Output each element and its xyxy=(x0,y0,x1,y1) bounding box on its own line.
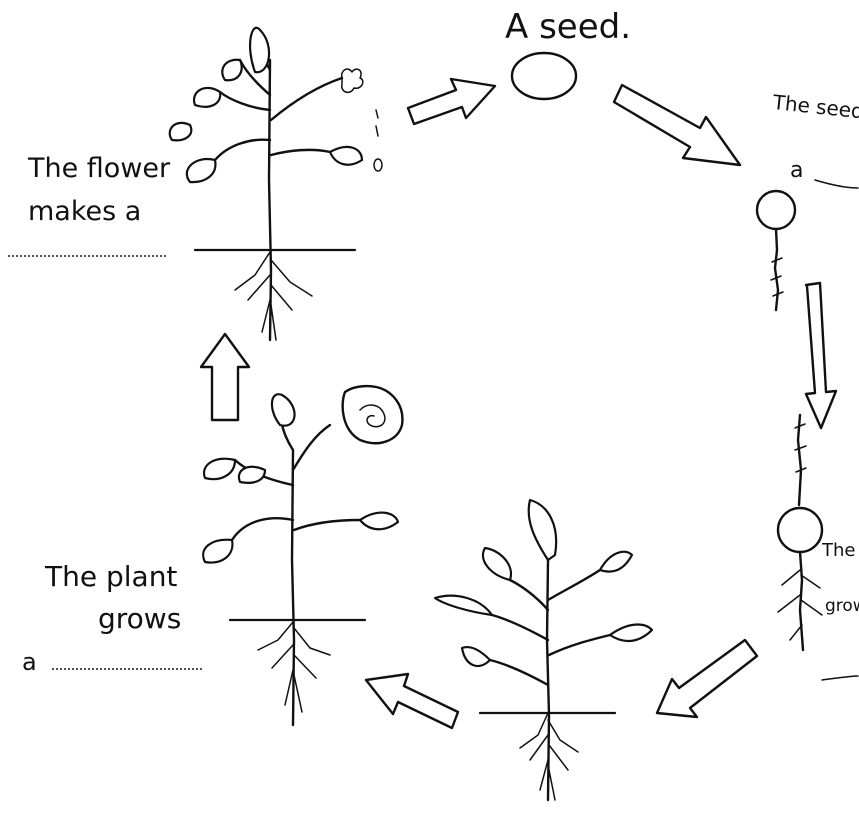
arrow-to-flowering-plant xyxy=(366,674,458,728)
seed-illustration xyxy=(512,53,576,99)
arrow-to-seed xyxy=(408,79,495,124)
arrow-to-germinating-seed xyxy=(614,85,740,165)
arrow-to-seeding-plant xyxy=(201,334,249,420)
arrow-to-sprout xyxy=(806,283,836,428)
young-plant-illustration xyxy=(435,500,652,800)
seeding-plant-illustration xyxy=(170,28,382,340)
flowering-plant-illustration xyxy=(203,386,402,725)
sprout-illustration xyxy=(778,415,858,680)
arrow-to-young-plant xyxy=(657,640,757,717)
